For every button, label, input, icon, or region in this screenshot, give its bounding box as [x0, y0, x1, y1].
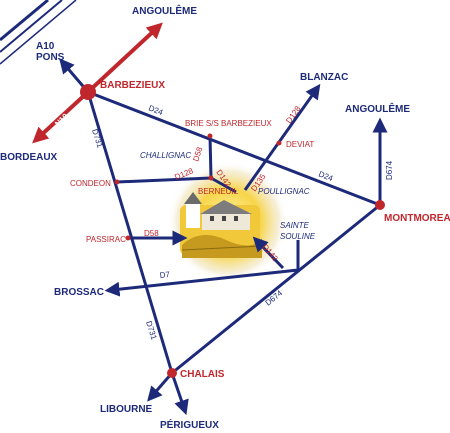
road-d142-north — [210, 176, 237, 194]
city-montmoreau: MONTMOREAU — [384, 213, 450, 224]
village-condeon: CONDEON — [70, 179, 111, 188]
city-angouleme-top: ANGOULÊME — [132, 4, 197, 17]
montmoreau-dot — [375, 200, 385, 210]
road-d731 — [86, 91, 174, 374]
village-brie: BRIE S/S BARBEZIEUX — [185, 119, 272, 128]
village-challignac: CHALLIGNAC — [140, 151, 191, 160]
road-d128-blanzac — [243, 83, 321, 191]
village-souline: SOULINE — [280, 232, 316, 241]
city-pons: PONS — [36, 52, 65, 63]
deviat-dot — [276, 140, 282, 146]
village-sainte: SAINTE — [280, 221, 310, 230]
village-berneuil: BERNEUIL — [198, 187, 239, 196]
road-d142-souline — [252, 236, 285, 270]
road-d7-brossac — [104, 240, 300, 297]
city-blanzac: BLANZAC — [300, 72, 348, 83]
road-label-n10-top: N10 — [102, 48, 119, 65]
village-deviat: DEVIAT — [286, 140, 314, 149]
city-a10-label: A10 — [36, 41, 55, 52]
village-passirac: PASSIRAC — [86, 235, 126, 244]
berneuil-dot — [208, 175, 214, 181]
city-perigueux: PÉRIGUEUX — [160, 418, 219, 431]
chalais-dot — [167, 368, 177, 378]
road-to-libourne — [147, 372, 174, 402]
road-d24 — [87, 90, 381, 207]
road-d128-west — [116, 176, 212, 184]
barbezieux-dot — [80, 84, 96, 100]
road-n10 — [32, 22, 163, 144]
city-chalais: CHALAIS — [180, 369, 225, 380]
city-brossac: BROSSAC — [54, 287, 104, 298]
city-bordeaux: BORDEAUX — [0, 152, 58, 163]
condeon-dot — [114, 179, 120, 185]
road-label-d58-a: D58 — [191, 145, 204, 162]
road-label-n10-left: N10 — [53, 111, 70, 128]
roads — [59, 58, 388, 416]
road-label-d731-a: D731 — [90, 128, 105, 149]
road-d58-north — [208, 135, 213, 179]
corner-stripes — [0, 0, 77, 65]
brie-dot — [207, 133, 213, 139]
city-angouleme-right: ANGOULÊME — [345, 102, 410, 115]
road-to-perigueux — [170, 372, 189, 416]
city-libourne: LIBOURNE — [100, 404, 153, 415]
village-poullignac: POULLIGNAC — [258, 187, 310, 196]
road-label-d674-b: D674 — [264, 288, 285, 307]
passirac-dot — [125, 235, 131, 241]
road-label-d7: D7 — [159, 270, 171, 280]
road-d674 — [171, 203, 381, 375]
city-barbezieux: BARBEZIEUX — [100, 80, 165, 91]
road-label-d58-b: D58 — [144, 229, 159, 238]
road-label-d674-a: D674 — [385, 160, 394, 180]
